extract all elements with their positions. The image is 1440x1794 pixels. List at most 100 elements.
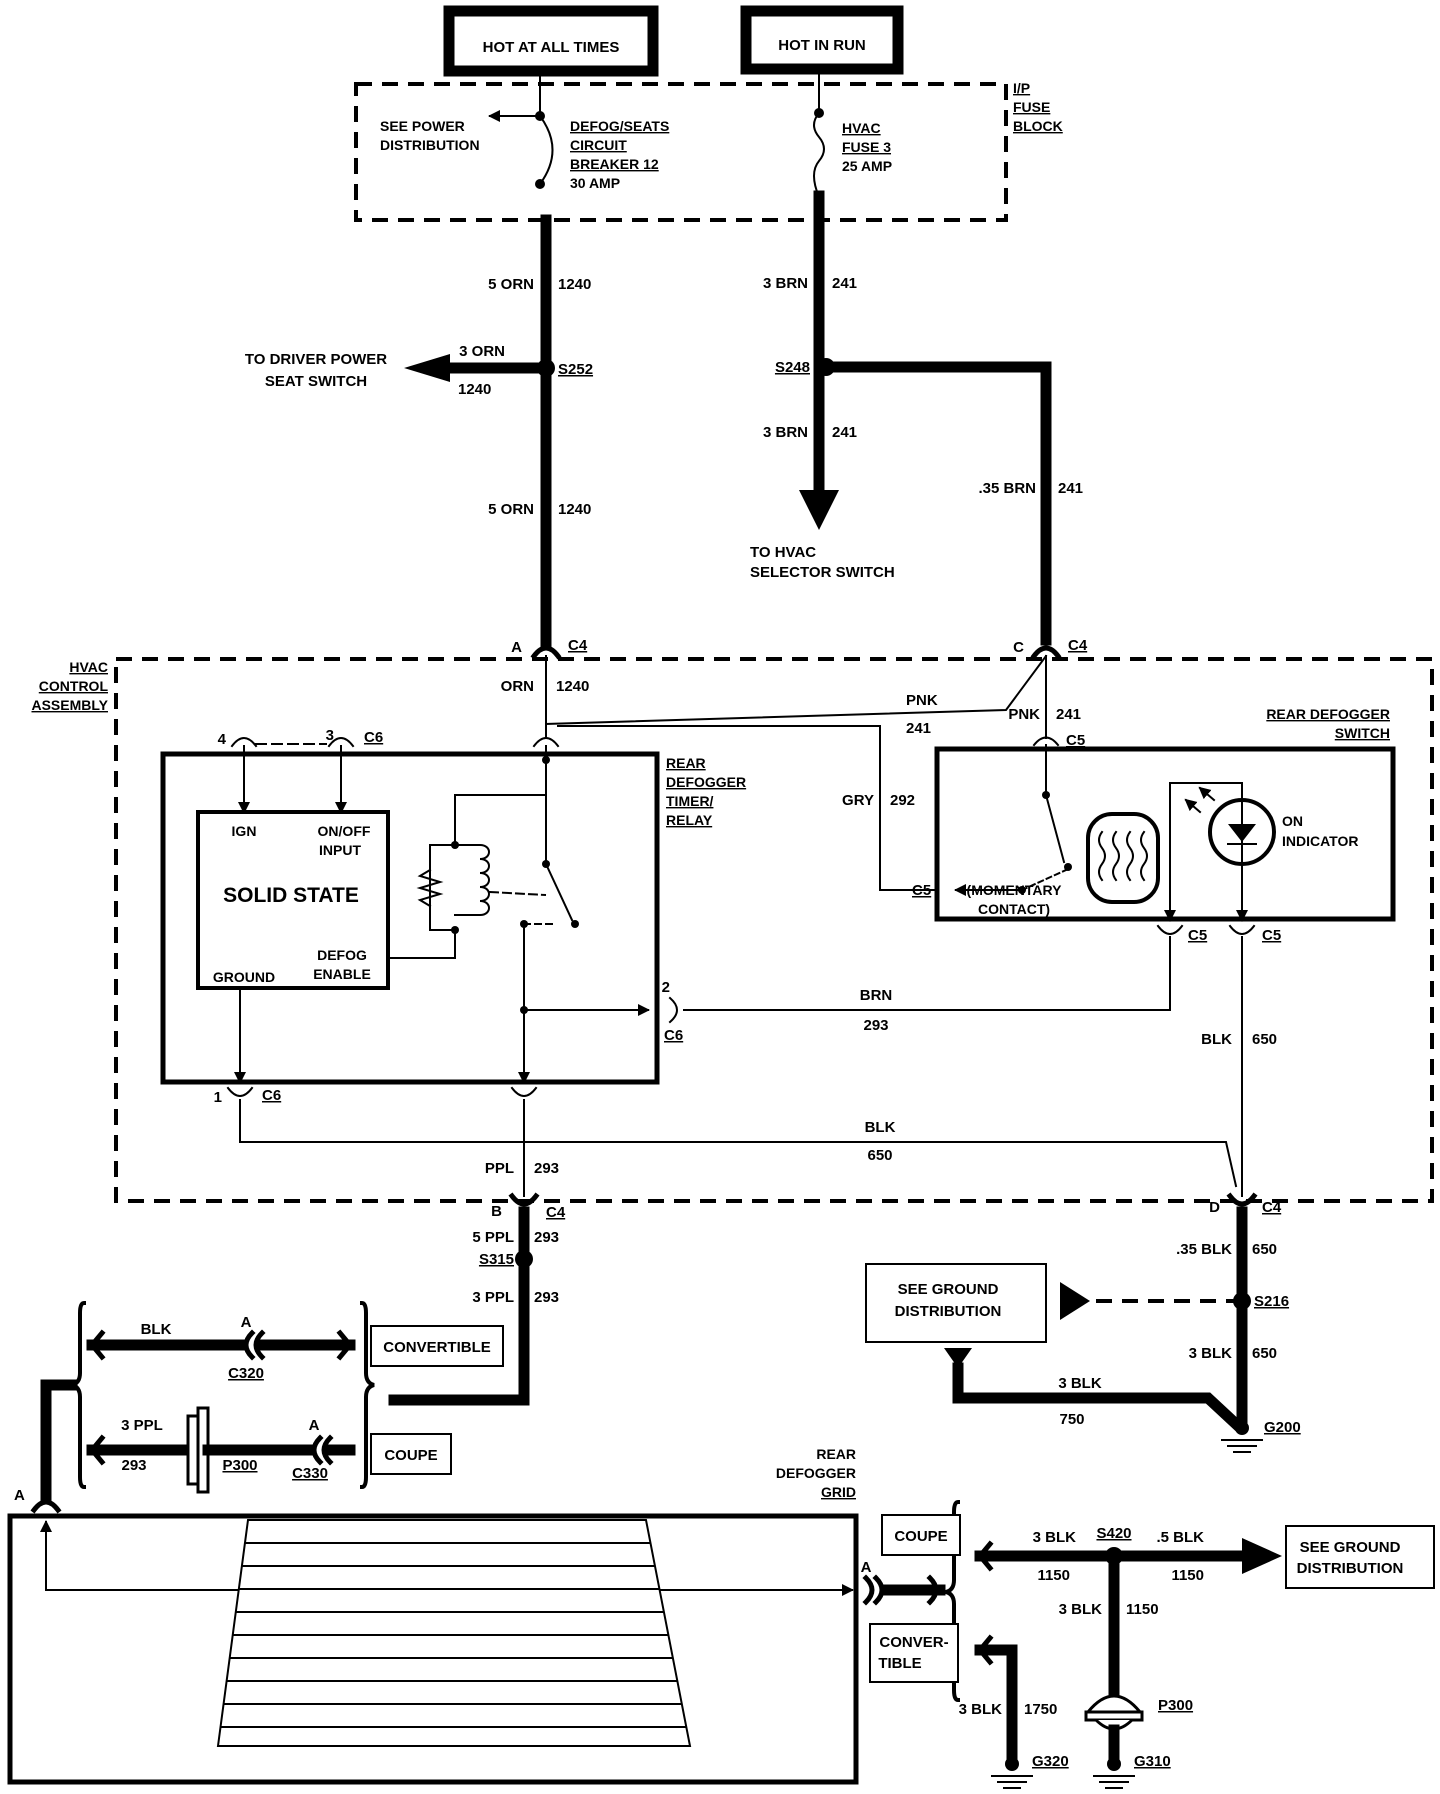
brn-circuit: 293 — [863, 1017, 888, 1034]
hvac-assembly-line3: ASSEMBLY — [31, 697, 108, 713]
solid-state-label: SOLID STATE — [223, 884, 359, 907]
c6-ppl — [510, 1086, 538, 1097]
hot-at-all-times-label: HOT AT ALL TIMES — [483, 39, 620, 56]
see-ground-box-2 — [1285, 1525, 1435, 1589]
driver-seat-line2: SEAT SWITCH — [265, 373, 367, 390]
pnk-short-size: PNK — [1008, 706, 1040, 723]
w241-right-size: .35 BRN — [978, 480, 1036, 497]
coupe-box — [370, 1433, 452, 1475]
hot-in-run-box: HOT IN RUN — [740, 5, 904, 75]
ppl3-circuit: 293 — [534, 1289, 559, 1306]
see-ground-arrow-1 — [1060, 1282, 1090, 1320]
w1240-mid-size: 5 ORN — [488, 501, 534, 518]
coupe-label: COUPE — [384, 1447, 437, 1464]
convertible-box — [370, 1325, 504, 1367]
timer-label-2: DEFOGGER — [666, 774, 746, 790]
circuit-241: 3 BRN 241 S248 3 BRN 241 TO HVAC SELECTO… — [750, 190, 1083, 646]
p300-connector-right: P300 — [1084, 1694, 1193, 1731]
see-ground-2-line1: SEE GROUND — [1300, 1539, 1401, 1556]
hvac-control-assembly: HVAC CONTROL ASSEMBLY — [31, 657, 1434, 1203]
blk1150-left-size: 3 BLK — [1033, 1529, 1077, 1546]
g310-label: G310 — [1134, 1753, 1171, 1770]
timer-label-4: RELAY — [666, 812, 713, 828]
splice-s216: S216 — [1254, 1293, 1289, 1310]
c6-top-label: C6 — [364, 729, 383, 746]
see-ground-arrow-2 — [1242, 1538, 1282, 1574]
c4-label-c: C4 — [1068, 637, 1088, 654]
pnk-long-circuit: 241 — [906, 720, 931, 737]
blk1750-circuit: 1750 — [1024, 1701, 1057, 1718]
hot-in-run-label: HOT IN RUN — [778, 37, 866, 54]
ign-label: IGN — [232, 823, 257, 839]
breaker-line4: 30 AMP — [570, 175, 620, 191]
pnk-short-circuit: 241 — [1056, 706, 1081, 723]
onoff-line1: ON/OFF — [318, 823, 371, 839]
relay-switch-arm — [544, 862, 574, 922]
w1240-top-size: 5 ORN — [488, 276, 534, 293]
blk3-650-size: 3 BLK — [1189, 1345, 1233, 1362]
c4-label-a: C4 — [568, 637, 588, 654]
blk-right-circuit: 650 — [1252, 1031, 1277, 1048]
hot-at-all-times-box: HOT AT ALL TIMES — [443, 5, 659, 77]
connector-c4-d: D C4 — [1209, 1192, 1282, 1216]
blk1150-down-circuit: 1150 — [1126, 1601, 1159, 1618]
blk3-650-circuit: 650 — [1252, 1345, 1277, 1362]
g320-label: G320 — [1032, 1753, 1069, 1770]
blk3-750-size: 3 BLK — [1058, 1375, 1102, 1392]
ground-arrow-750 — [944, 1348, 972, 1368]
connector-c4-b: B C4 — [491, 1192, 566, 1221]
hvac-selector-arrow — [799, 490, 839, 530]
pin-3: 3 — [326, 727, 334, 744]
c5-left-label: C5 — [1188, 927, 1207, 944]
c4-label-b: C4 — [546, 1204, 566, 1221]
blk-bottom-circuit: 650 — [867, 1147, 892, 1164]
ground-g310: G310 — [1093, 1753, 1171, 1789]
switch-label-2: SWITCH — [1335, 725, 1390, 741]
blk-650-bottom-wire — [239, 1099, 1238, 1188]
convertible2-line2: TIBLE — [878, 1655, 921, 1672]
timer-label-3: TIMER/ — [666, 793, 714, 809]
c5-top-label: C5 — [1066, 732, 1085, 749]
rear-defogger-grid: REAR DEFOGGER GRID — [7, 1446, 859, 1785]
blk1750-size: 3 BLK — [959, 1701, 1003, 1718]
fuse-block-label-3: BLOCK — [1013, 118, 1063, 134]
pnk-long-size: PNK — [906, 692, 938, 709]
gry-size: GRY — [842, 792, 874, 809]
pin-2: 2 — [662, 979, 670, 996]
w241-down-circuit: 241 — [832, 424, 857, 441]
p300-label-left: P300 — [222, 1457, 257, 1474]
c4-label-d: C4 — [1262, 1199, 1282, 1216]
w241-right-circuit: 241 — [1058, 480, 1083, 497]
rear-defogger-switch: REAR DEFOGGER SWITCH (MOMENTARY CONTACT)… — [934, 706, 1396, 922]
c6-pin2-label: C6 — [664, 1027, 683, 1044]
c5-top — [1032, 736, 1060, 747]
blk1150-left-circuit: 1150 — [1037, 1567, 1070, 1584]
ppl3-size: 3 PPL — [472, 1289, 514, 1306]
onoff-line2: INPUT — [319, 842, 361, 858]
see-power-line2: DISTRIBUTION — [380, 137, 480, 153]
blk1150-right-size: .5 BLK — [1156, 1529, 1204, 1546]
w1240-branch-circuit: 1240 — [458, 381, 491, 398]
see-power-line1: SEE POWER — [380, 118, 465, 134]
hvac-selector-line2: SELECTOR SWITCH — [750, 564, 895, 581]
momentary-line1: (MOMENTARY — [967, 882, 1063, 898]
hvac-assembly-line1: HVAC — [69, 659, 108, 675]
c320-label: C320 — [228, 1365, 264, 1382]
circuit-breaker-symbol — [538, 114, 554, 186]
on-indicator-line2: INDICATOR — [1282, 833, 1358, 849]
brn-size: BRN — [860, 987, 893, 1004]
c6-pin1 — [226, 1086, 254, 1097]
pin-b: B — [491, 1203, 502, 1220]
defog-enable-line1: DEFOG — [317, 947, 367, 963]
pin-a-grid-right: A — [861, 1559, 872, 1576]
w241-down-size: 3 BRN — [763, 424, 808, 441]
c5-right — [1228, 924, 1256, 935]
blk1150-right-circuit: 1150 — [1171, 1567, 1204, 1584]
see-ground-1-line1: SEE GROUND — [898, 1281, 999, 1298]
fuse-line1: HVAC — [842, 120, 881, 136]
p300-label-right: P300 — [1158, 1697, 1193, 1714]
hvac-assembly-line2: CONTROL — [39, 678, 109, 694]
fuse-block-label-2: FUSE — [1013, 99, 1050, 115]
gry-wire — [557, 725, 941, 891]
c5-right-label: C5 — [1262, 927, 1281, 944]
